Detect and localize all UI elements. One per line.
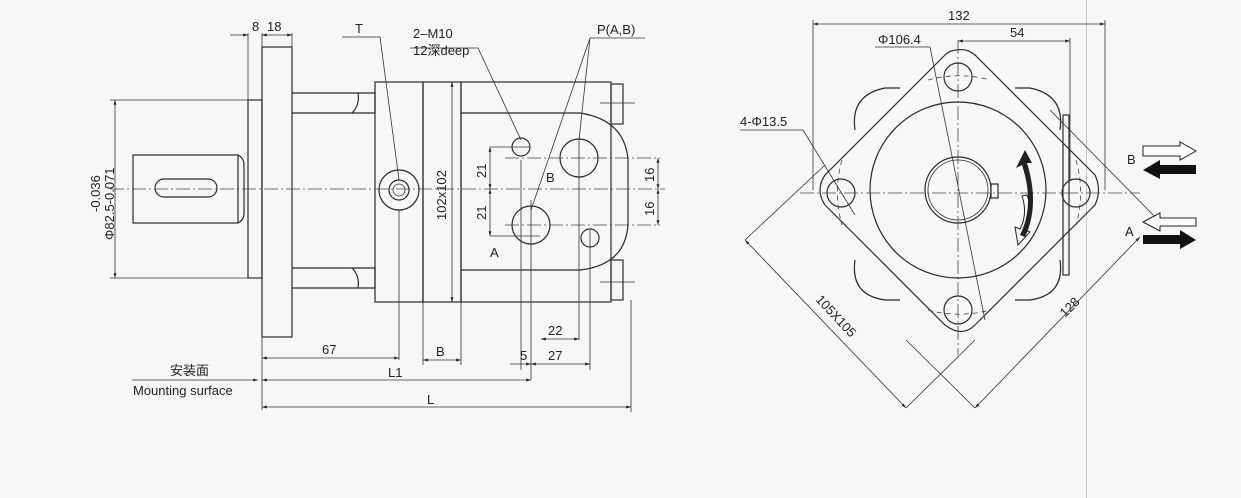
- label-flow-a: A: [1125, 224, 1134, 239]
- dim-8: 8: [252, 19, 259, 34]
- label-shaft-diameter: Φ82.5-0.071: [102, 167, 117, 240]
- rotation-arrow-cw: [1016, 150, 1034, 237]
- mounting-flange: [261, 46, 293, 338]
- dim-b: B: [436, 344, 445, 359]
- dim-132: 132: [948, 8, 970, 23]
- dim-l1: L1: [388, 365, 402, 380]
- side-view: 8 18 T 2–M10 12深deep P(A,B) -0.036 Φ82.5…: [88, 19, 665, 412]
- dim-27: 27: [548, 348, 562, 363]
- label-bolt-depth: 12深deep: [413, 43, 469, 58]
- label-port-b: B: [546, 170, 555, 185]
- dim-21-upper: 21: [474, 164, 489, 178]
- arrow-b-in: [1143, 160, 1196, 179]
- label-mounting-en: Mounting surface: [133, 383, 233, 398]
- label-t-port: T: [355, 21, 363, 36]
- dim-54: 54: [1010, 25, 1024, 40]
- label-body-size: 102x102: [434, 170, 449, 220]
- dim-5: 5: [520, 348, 527, 363]
- dim-16-lower: 16: [642, 202, 657, 216]
- arrow-a-out: [1143, 230, 1196, 249]
- rotation-arrow-ccw: [1014, 194, 1031, 247]
- label-tolerance: -0.036: [88, 175, 103, 212]
- shaft-key-slot: [154, 178, 218, 198]
- label-pcd: Φ106.4: [878, 32, 921, 47]
- dim-22: 22: [548, 323, 562, 338]
- square-flange: [819, 48, 1100, 333]
- arrow-a-in: [1141, 212, 1197, 232]
- dim-67: 67: [322, 342, 336, 357]
- label-ports: P(A,B): [597, 22, 635, 37]
- label-flow-b: B: [1127, 152, 1136, 167]
- dim-18: 18: [267, 19, 281, 34]
- label-port-a: A: [490, 245, 499, 260]
- dim-l: L: [427, 392, 434, 407]
- label-mount-holes: 4-Φ13.5: [740, 114, 787, 129]
- t-port: [378, 169, 420, 211]
- arrow-b-out: [1142, 141, 1198, 161]
- dim-105x105: 105X105: [813, 292, 859, 340]
- dim-128: 128: [1057, 294, 1083, 320]
- label-mounting-cn: 安装面: [170, 363, 209, 378]
- front-view: 132 54 Φ106.4 4-Φ13.5 105X105 128 B A: [740, 8, 1198, 409]
- dim-21-lower: 21: [474, 206, 489, 220]
- dim-16-upper: 16: [642, 168, 657, 182]
- label-bolt: 2–M10: [413, 26, 453, 41]
